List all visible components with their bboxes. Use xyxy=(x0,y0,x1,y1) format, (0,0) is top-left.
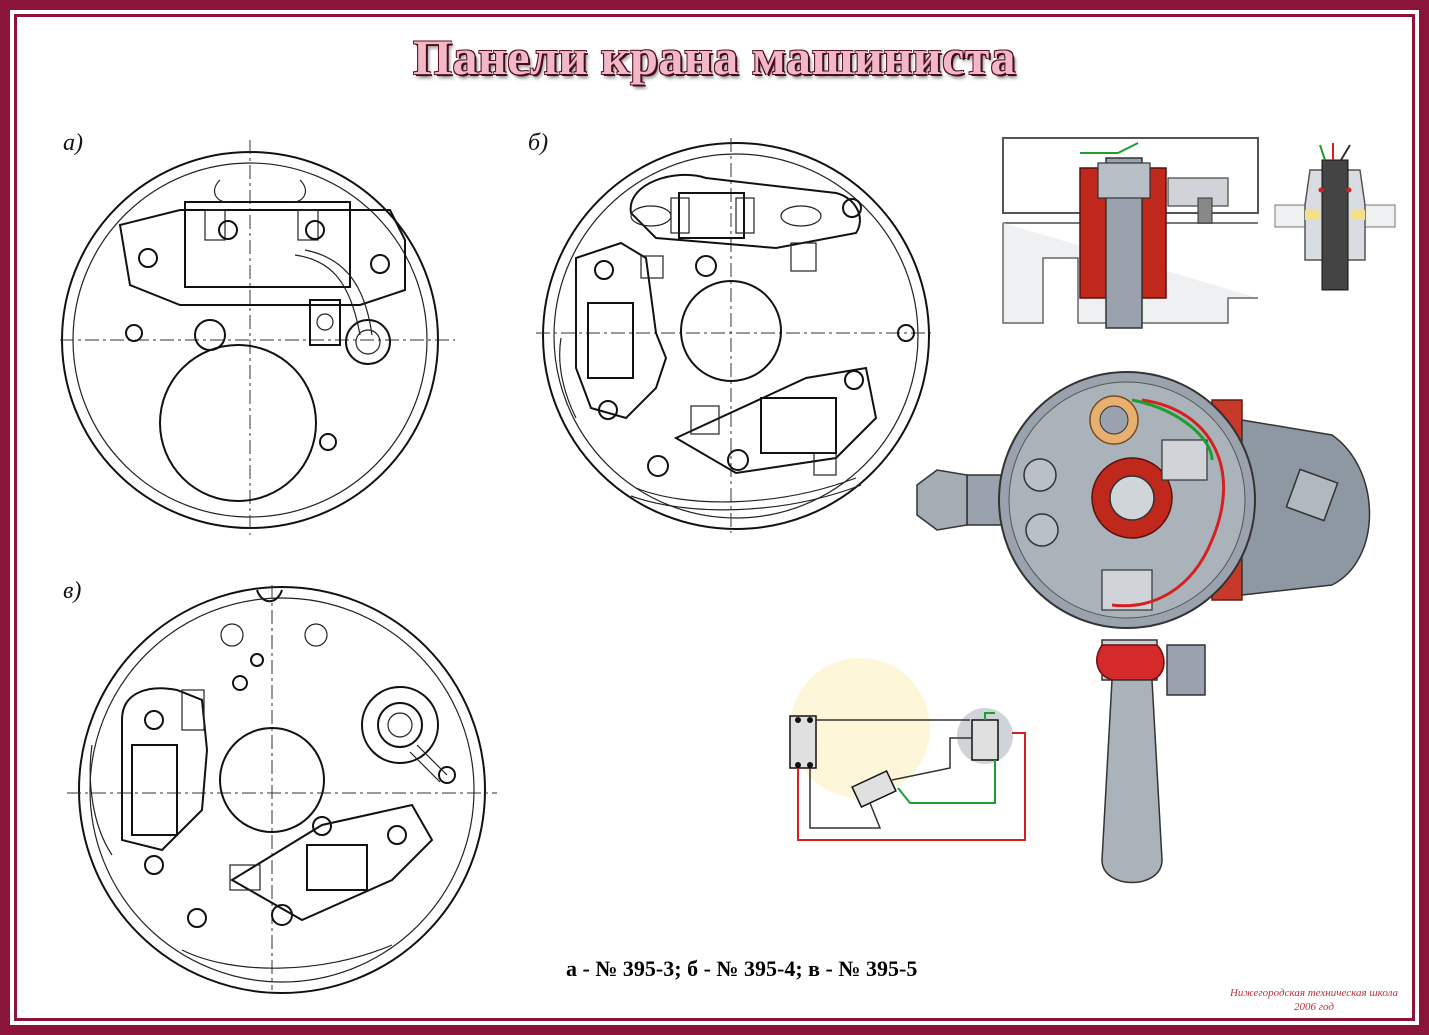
crane-cross-section xyxy=(1002,137,1259,329)
crane-assembly-view xyxy=(916,371,1371,884)
panel-c-label: в) xyxy=(63,578,82,604)
panel-b-label: б) xyxy=(528,130,549,156)
panel-a-label: а) xyxy=(63,130,83,156)
panel-a-drawing xyxy=(60,140,455,535)
panel-c-drawing xyxy=(67,585,497,994)
panel-b-drawing xyxy=(536,138,931,533)
credit-block: Нижегородская техническая школа 2006 год xyxy=(1228,986,1400,1014)
wiring-schematic xyxy=(789,658,1026,841)
switch-cross-section xyxy=(1274,143,1396,291)
credit-school: Нижегородская техническая школа xyxy=(1229,987,1399,999)
figure-caption: а - № 395-3; б - № 395-4; в - № 395-5 xyxy=(566,956,918,981)
poster-title: Панели крана машиниста xyxy=(413,29,1016,85)
credit-year: 2006 год xyxy=(1294,1001,1334,1013)
